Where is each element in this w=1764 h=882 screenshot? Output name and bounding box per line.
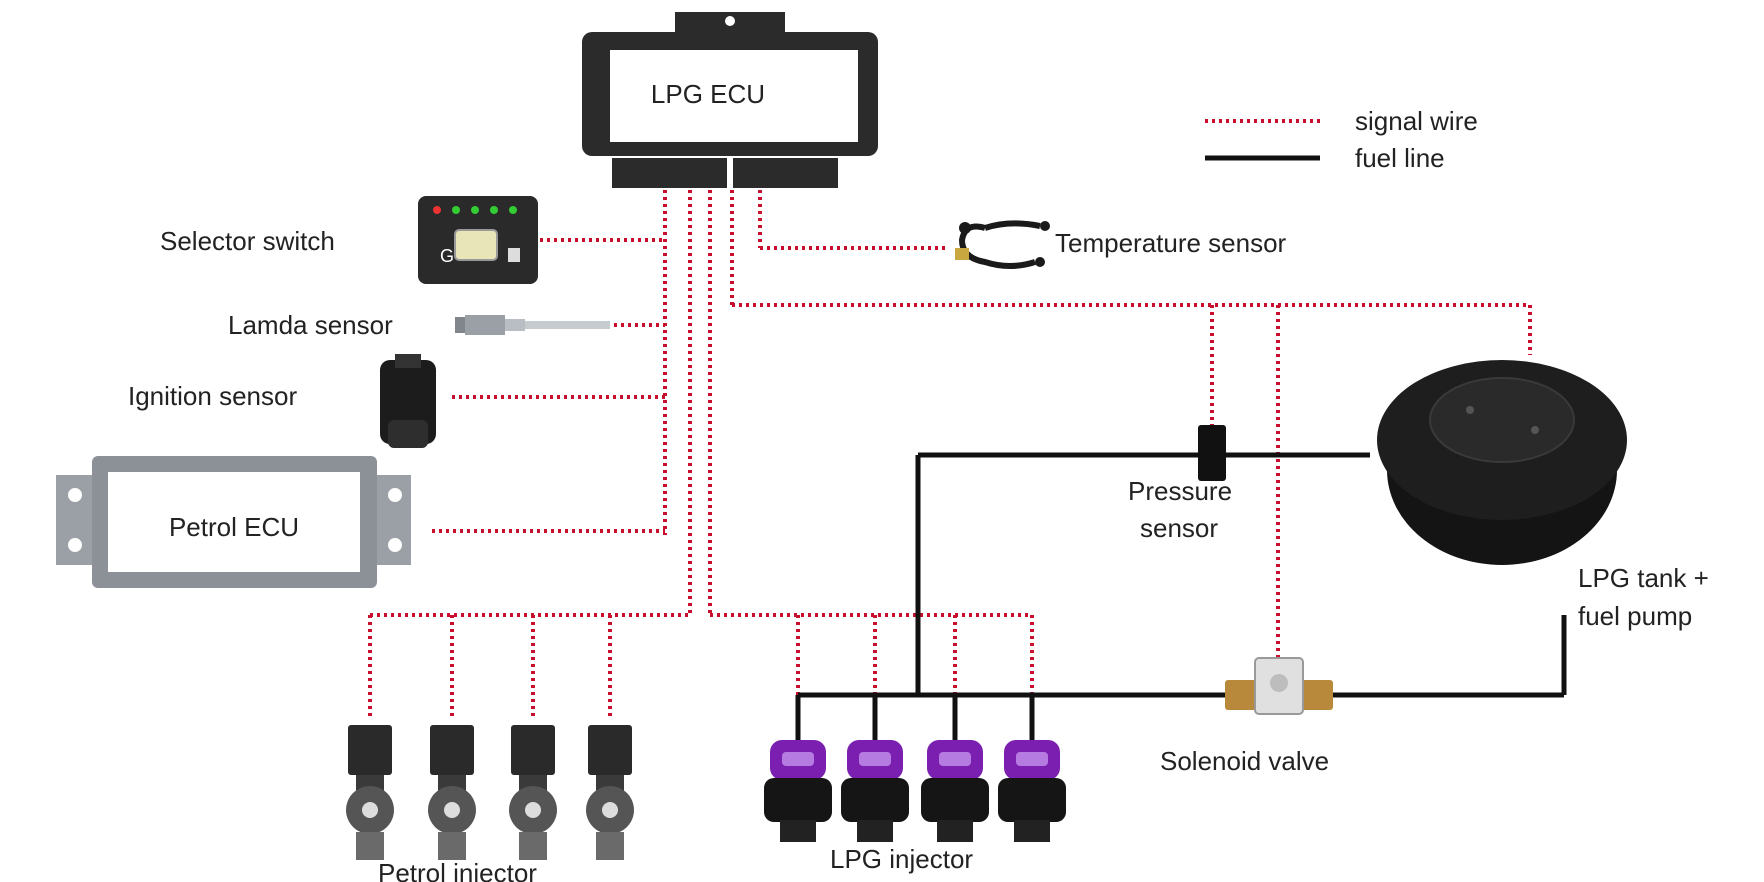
lpg-ecu-label: LPG ECU xyxy=(651,79,765,109)
solenoid-valve-label: Solenoid valve xyxy=(1160,746,1329,776)
solenoid-valve xyxy=(1225,657,1333,715)
lpg-injector-1 xyxy=(764,740,832,842)
temperature-sensor-label: Temperature sensor xyxy=(1055,228,1287,258)
petrol-injector-label: Petrol injector xyxy=(378,858,537,882)
lpg-injectors xyxy=(764,740,1066,842)
selector-switch-letter: G xyxy=(440,246,454,266)
petrol-injector-2 xyxy=(428,725,476,860)
selector-switch: G xyxy=(418,196,538,284)
lamda-sensor xyxy=(455,315,610,335)
lpg-tank xyxy=(1377,360,1627,565)
ignition-sensor xyxy=(380,354,436,448)
lpg-tank-label-2: fuel pump xyxy=(1578,601,1692,631)
ignition-sensor-label: Ignition sensor xyxy=(128,381,297,411)
petrol-ecu: Petrol ECU xyxy=(56,456,411,588)
petrol-injector-4 xyxy=(586,725,634,860)
lpg-ecu: LPG ECU xyxy=(582,12,878,188)
pressure-sensor-label-1: Pressure xyxy=(1128,476,1232,506)
petrol-injector-1 xyxy=(346,725,394,860)
pressure-sensor xyxy=(1198,425,1226,481)
legend-signal-label: signal wire xyxy=(1355,106,1478,136)
petrol-injectors xyxy=(346,725,634,860)
signal-wires xyxy=(368,190,1532,720)
lpg-tank-label-1: LPG tank + xyxy=(1578,563,1709,593)
fuel-lines xyxy=(795,452,1567,740)
lamda-sensor-label: Lamda sensor xyxy=(228,310,393,340)
lpg-injector-4 xyxy=(998,740,1066,842)
lpg-injector-label: LPG injector xyxy=(830,844,973,874)
petrol-injector-3 xyxy=(509,725,557,860)
legend-fuel-label: fuel line xyxy=(1355,143,1445,173)
temperature-sensor xyxy=(955,220,1050,269)
lpg-injector-3 xyxy=(921,740,989,842)
petrol-ecu-label: Petrol ECU xyxy=(169,512,299,542)
pressure-sensor-label-2: sensor xyxy=(1140,513,1218,543)
selector-switch-label: Selector switch xyxy=(160,226,335,256)
lpg-injector-2 xyxy=(841,740,909,842)
legend: signal wire fuel line xyxy=(1205,106,1478,173)
